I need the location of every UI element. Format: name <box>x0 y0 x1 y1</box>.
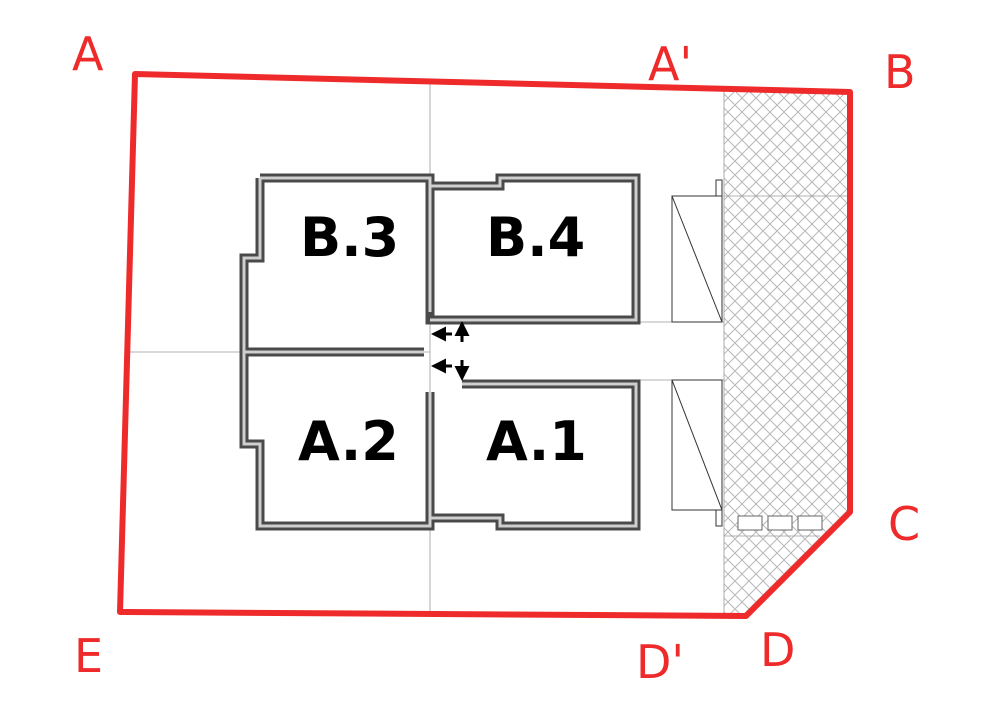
unit-label-b3: B.3 <box>300 206 399 269</box>
entrance-arrows <box>431 321 470 381</box>
planter-boxes <box>737 515 823 531</box>
unit-label-a1: A.1 <box>486 410 587 473</box>
site-boundary <box>117 71 853 619</box>
corner-label-d: D <box>760 623 795 677</box>
parking-ramps <box>671 179 723 527</box>
hatched-paving <box>723 87 851 617</box>
corner-label-d-prime: D' <box>636 635 684 689</box>
corner-label-b: B <box>884 45 916 99</box>
corner-label-a-prime: A' <box>648 37 692 91</box>
corner-label-a: A <box>72 27 104 81</box>
corner-label-c: C <box>888 497 920 551</box>
building-walls-inner <box>242 176 638 528</box>
unit-label-a2: A.2 <box>298 410 399 473</box>
corner-label-e: E <box>74 629 103 683</box>
unit-label-b4: B.4 <box>486 206 585 269</box>
grid-lines <box>128 80 724 612</box>
